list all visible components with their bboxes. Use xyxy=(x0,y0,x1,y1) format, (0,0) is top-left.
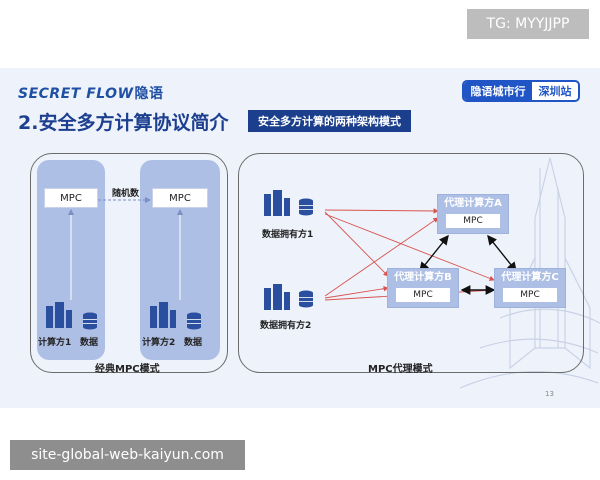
page-number: 13 xyxy=(545,390,554,398)
node-b-mpc: MPC xyxy=(396,288,450,302)
classic-caption: 经典MPC模式 xyxy=(95,364,160,375)
classic-mpc-panel xyxy=(30,153,228,373)
owner1-label: 数据拥有方1 xyxy=(262,230,314,240)
proxy-node-b: 代理计算方B MPC xyxy=(387,268,459,308)
node-a-title: 代理计算方A xyxy=(444,198,502,209)
arrow-A-C xyxy=(487,234,517,273)
party1-mpc-box: MPC xyxy=(44,188,98,208)
node-a-mpc: MPC xyxy=(446,214,500,228)
server-icon xyxy=(46,302,72,328)
random-number-label: 随机数 xyxy=(112,189,140,199)
watermark-top-right: TG: MYYJJPP xyxy=(467,9,589,39)
database-icon xyxy=(299,198,313,216)
secretflow-logo: SECRET FLOW隐语 xyxy=(18,83,164,103)
proxy-node-c: 代理计算方C MPC xyxy=(494,268,566,308)
party2-data-label: 数据 xyxy=(184,338,203,348)
arrow-owner2-A xyxy=(324,217,439,297)
page-title: 2.安全多方计算协议简介 xyxy=(18,112,229,134)
database-icon xyxy=(187,312,201,330)
database-icon xyxy=(83,312,97,330)
event-badge: 隐语城市行 深圳站 xyxy=(462,80,580,102)
arrow-owner1-A xyxy=(324,208,439,214)
party1-data-label: 数据 xyxy=(80,338,99,348)
badge-left: 隐语城市行 xyxy=(464,82,532,100)
proxy-caption: MPC代理模式 xyxy=(368,364,433,375)
arrow-owner1-C xyxy=(324,213,495,281)
owner2-label: 数据拥有方2 xyxy=(260,321,312,331)
arrow-owner2-B xyxy=(324,286,389,299)
server-icon xyxy=(264,284,290,310)
logo-cn: 隐语 xyxy=(134,86,164,102)
proxy-node-a: 代理计算方A MPC xyxy=(437,194,509,234)
slide: SECRET FLOW隐语 隐语城市行 深圳站 2.安全多方计算协议简介 安全多… xyxy=(0,68,600,408)
party2-mpc-box: MPC xyxy=(152,188,208,208)
subtitle-banner: 安全多方计算的两种架构模式 xyxy=(248,110,411,132)
node-b-title: 代理计算方B xyxy=(394,272,452,283)
node-c-title: 代理计算方C xyxy=(501,272,559,283)
server-icon xyxy=(150,302,176,328)
arrow-owner1-B xyxy=(324,211,389,277)
watermark-bottom-left: site-global-web-kaiyun.com xyxy=(10,440,245,470)
server-icon xyxy=(264,190,290,216)
logo-latin: SECRET FLOW xyxy=(18,86,134,102)
node-c-mpc: MPC xyxy=(503,288,557,302)
proxy-mpc-panel xyxy=(238,153,584,373)
party2-label: 计算方2 xyxy=(142,338,176,348)
badge-right: 深圳站 xyxy=(538,85,572,98)
database-icon xyxy=(299,290,313,308)
party1-label: 计算方1 xyxy=(38,338,72,348)
arrow-A-B xyxy=(419,234,449,273)
